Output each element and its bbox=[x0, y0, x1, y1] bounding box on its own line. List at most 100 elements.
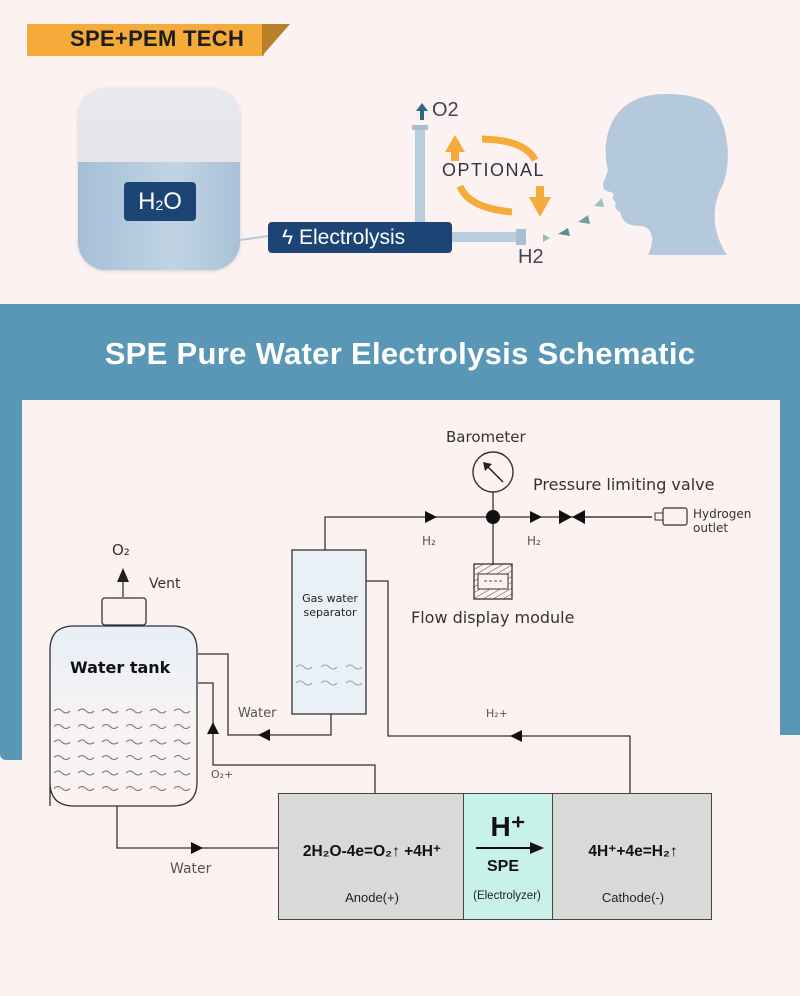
hydrogen-outlet-label-line1: Hydrogen bbox=[693, 507, 752, 521]
separator-waves bbox=[295, 664, 363, 686]
wave-mark bbox=[149, 724, 167, 729]
flow-display-label: Flow display module bbox=[411, 608, 575, 627]
wave-mark bbox=[101, 724, 119, 729]
h2o-main: H bbox=[138, 188, 156, 215]
top-flow-graphics bbox=[239, 94, 728, 255]
barometer-label: Barometer bbox=[446, 428, 526, 446]
wave-mark bbox=[53, 724, 71, 729]
pressure-valve-icon bbox=[559, 510, 652, 524]
wave-mark bbox=[173, 724, 191, 729]
o2-vent-label: O₂ bbox=[112, 541, 130, 559]
water-tank bbox=[49, 625, 198, 807]
wave-mark bbox=[173, 786, 191, 791]
banner-left-edge bbox=[0, 400, 22, 760]
wave-mark bbox=[149, 708, 167, 714]
membrane-ion: H⁺ bbox=[490, 811, 526, 842]
vent-cap bbox=[101, 597, 147, 626]
anode-equation: 2H₂O-4e=O₂↑ +4H⁺ bbox=[302, 843, 442, 860]
wave-mark bbox=[173, 770, 191, 776]
wave-mark bbox=[173, 739, 191, 745]
membrane-name: SPE bbox=[486, 858, 519, 875]
human-head-icon bbox=[603, 94, 728, 255]
vent-arrow-icon bbox=[117, 568, 129, 582]
banner-right-edge bbox=[780, 400, 800, 735]
proton-arrow-icon bbox=[476, 842, 544, 854]
header-ribbon bbox=[27, 24, 264, 56]
wave-mark bbox=[320, 664, 338, 670]
wave-mark bbox=[125, 739, 143, 745]
water-feed-pipe bbox=[116, 806, 280, 849]
flow-arrow-icon bbox=[510, 730, 522, 742]
tank-waves bbox=[53, 708, 191, 791]
wave-mark bbox=[125, 770, 143, 776]
cathode-equation: 4H⁺+4e=H₂↑ bbox=[588, 843, 678, 860]
wave-mark bbox=[53, 770, 71, 776]
wave-mark bbox=[53, 755, 71, 760]
water-return-label: Water bbox=[238, 706, 277, 721]
hydrogen-outlet-label-line2: outlet bbox=[693, 521, 729, 535]
wave-mark bbox=[125, 708, 143, 714]
o2-pipe-cap bbox=[412, 125, 428, 130]
optional-arrow-down-stem bbox=[536, 186, 544, 198]
electrolysis-label-box: ϟ Electrolysis bbox=[268, 222, 452, 253]
schematic-title: SPE Pure Water Electrolysis Schematic bbox=[104, 336, 696, 371]
inhale-arrows-icon bbox=[543, 198, 604, 242]
wave-mark bbox=[125, 724, 143, 729]
wave-mark bbox=[149, 739, 167, 745]
barometer-gauge-icon bbox=[472, 451, 514, 493]
h2o-badge: H2O bbox=[124, 182, 196, 221]
separator-label-line2: separator bbox=[303, 606, 357, 619]
o2-pipe bbox=[415, 126, 425, 238]
wave-mark bbox=[77, 739, 95, 745]
wave-mark bbox=[77, 770, 95, 776]
anode-chamber: 2H₂O-4e=O₂↑ +4H⁺ Anode(+) bbox=[278, 793, 464, 920]
wave-mark bbox=[77, 724, 95, 729]
beaker-connector bbox=[239, 235, 269, 241]
wave-mark bbox=[149, 755, 167, 760]
wave-mark bbox=[101, 770, 119, 776]
wave-mark bbox=[125, 755, 143, 760]
optional-label: OPTIONAL bbox=[442, 160, 546, 180]
h2-pipe bbox=[452, 232, 518, 242]
cathode-chamber: 4H⁺+4e=H₂↑ Cathode(-) bbox=[552, 793, 712, 920]
junction-node bbox=[486, 510, 500, 524]
h2-pipe-label-1: H₂ bbox=[422, 534, 436, 548]
flow-arrow-icon bbox=[425, 511, 437, 523]
electrolysis-label: Electrolysis bbox=[298, 226, 406, 249]
pressure-valve-label: Pressure limiting valve bbox=[533, 475, 715, 494]
wave-mark bbox=[53, 786, 71, 791]
wave-mark bbox=[295, 680, 313, 686]
wave-mark bbox=[101, 708, 119, 714]
h2o-sub: 2 bbox=[155, 197, 164, 213]
wave-mark bbox=[53, 708, 71, 714]
h2-pipe-label-2: H₂ bbox=[527, 534, 541, 548]
h2-return-label: H₂+ bbox=[486, 707, 508, 720]
o2-up-arrow-icon bbox=[416, 103, 428, 120]
flow-arrow-icon bbox=[191, 842, 203, 854]
water-tank-label: Water tank bbox=[70, 658, 171, 677]
wave-mark bbox=[320, 680, 338, 686]
wave-mark bbox=[125, 786, 143, 791]
wave-mark bbox=[345, 680, 363, 686]
wave-mark bbox=[173, 755, 191, 760]
flow-arrow-icon bbox=[207, 722, 219, 734]
wave-mark bbox=[149, 786, 167, 791]
lightning-icon: ϟ bbox=[282, 226, 294, 249]
o2-return-pipe bbox=[198, 682, 376, 793]
vent-label: Vent bbox=[149, 576, 181, 592]
wave-mark bbox=[77, 755, 95, 760]
o2-return-label: O₂+ bbox=[211, 768, 234, 781]
spe-membrane: H⁺ SPE (Electrolyzer) bbox=[463, 793, 553, 920]
wave-mark bbox=[101, 739, 119, 745]
h2-pipe-cap bbox=[516, 229, 526, 245]
ribbon-tail bbox=[262, 24, 290, 56]
optional-arrow-up-stem bbox=[451, 151, 459, 161]
anode-label: Anode(+) bbox=[345, 890, 399, 905]
wave-mark bbox=[53, 739, 71, 745]
h2-main-pipe bbox=[324, 516, 652, 550]
optional-arrow-up-icon bbox=[445, 135, 465, 152]
optional-arrow-down-icon bbox=[529, 197, 551, 217]
hydrogen-label: H2 bbox=[518, 246, 544, 268]
